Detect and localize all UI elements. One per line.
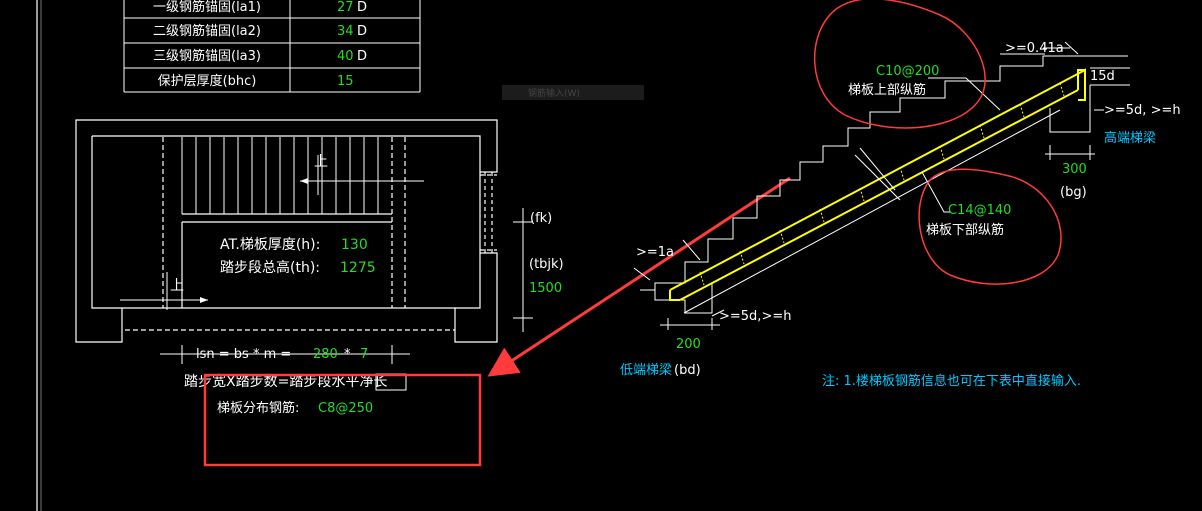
thickness-label: AT.梯板厚度(h): xyxy=(220,237,320,253)
up-arrow-top xyxy=(300,155,424,195)
bd-value[interactable]: 200 xyxy=(676,337,701,352)
up-label-top: 上 xyxy=(314,154,328,170)
anchor-label-la2: 二级钢筋锚固(la2) xyxy=(153,23,261,39)
annotation-circle-top xyxy=(814,0,986,129)
low-anchor-left-label: >=1a xyxy=(636,245,674,260)
bg-value[interactable]: 300 xyxy=(1062,162,1087,177)
anchor-value-la3[interactable]: 40 xyxy=(337,49,354,64)
width-dimension xyxy=(513,208,533,332)
anchor-value-la1[interactable]: 27 xyxy=(337,0,354,15)
thickness-value[interactable]: 130 xyxy=(341,237,368,253)
anchor-value-bhc[interactable]: 15 xyxy=(337,74,354,89)
fk-label: (fk) xyxy=(530,211,552,226)
bg-label: (bg) xyxy=(1060,185,1087,200)
anchor-label-la3: 三级钢筋锚固(la3) xyxy=(153,48,261,64)
low-beam-label: 低端梯梁 xyxy=(620,363,672,378)
high-anchor-label: >=5d, >=h xyxy=(1104,103,1181,118)
top-rebar-value[interactable]: C10@200 xyxy=(876,64,939,79)
lsn-dimension xyxy=(160,345,410,364)
anchor-table xyxy=(123,0,421,93)
note-text: 注: 1.楼梯板钢筋信息也可在下表中直接输入. xyxy=(822,373,1081,389)
stair-rebars xyxy=(669,68,1086,301)
height-label: 踏步段总高(th): xyxy=(220,259,320,276)
tooltip-text: 钢筋输入(W) xyxy=(528,87,580,99)
explain-text: 踏步宽X踏步数=踏步段水平净长 xyxy=(184,373,387,390)
viewport-left-edge xyxy=(36,0,42,511)
anchor-label-bhc: 保护层厚度(bhc) xyxy=(158,73,257,89)
high-beam-label: 高端梯梁 xyxy=(1104,130,1156,146)
tbjk-value[interactable]: 1500 xyxy=(529,281,562,296)
lsn-formula: lsn = bs * m = xyxy=(196,347,291,362)
up-arrow-bottom xyxy=(120,272,208,310)
height-value[interactable]: 1275 xyxy=(340,260,376,276)
distribution-bar-marks xyxy=(699,82,1065,286)
anchor-label-la1: 一级钢筋锚固(la1) xyxy=(153,0,261,15)
stair-section-outline xyxy=(640,55,1130,314)
top-rebar-label: 梯板上部纵筋 xyxy=(848,82,926,98)
highlight-arrow xyxy=(487,176,791,377)
m-value[interactable]: 7 xyxy=(360,347,368,362)
anchor-unit-la2: D xyxy=(357,24,367,39)
times-sign: * xyxy=(344,347,351,362)
anchor-unit-la3: D xyxy=(357,49,367,64)
bottom-rebar-label: 梯板下部纵筋 xyxy=(926,222,1004,238)
anchor-value-la2[interactable]: 34 xyxy=(337,24,354,39)
bottom-rebar-value[interactable]: C14@140 xyxy=(948,203,1011,218)
annotation-circle-bottom xyxy=(918,168,1062,285)
bd-label: (bd) xyxy=(674,363,701,378)
tbjk-label: (tbjk) xyxy=(529,257,564,272)
dist-rebar-value[interactable]: C8@250 xyxy=(318,401,373,416)
top-anchor-label: >=0.41a xyxy=(1005,41,1064,56)
highlight-box xyxy=(203,373,482,467)
up-label-bottom: 上 xyxy=(170,278,184,294)
hook-15d-label: 15d xyxy=(1090,69,1115,84)
leader-lines xyxy=(633,41,1104,330)
tooltip-box xyxy=(502,85,644,100)
stair-treads xyxy=(181,137,379,214)
anchor-unit-la1: D xyxy=(357,0,367,15)
stair-plan xyxy=(75,119,498,343)
dist-rebar-label: 梯板分布钢筋: xyxy=(217,400,299,416)
low-anchor-bottom-label: >=5d,>=h xyxy=(719,309,791,324)
bs-value[interactable]: 280 xyxy=(313,347,338,362)
